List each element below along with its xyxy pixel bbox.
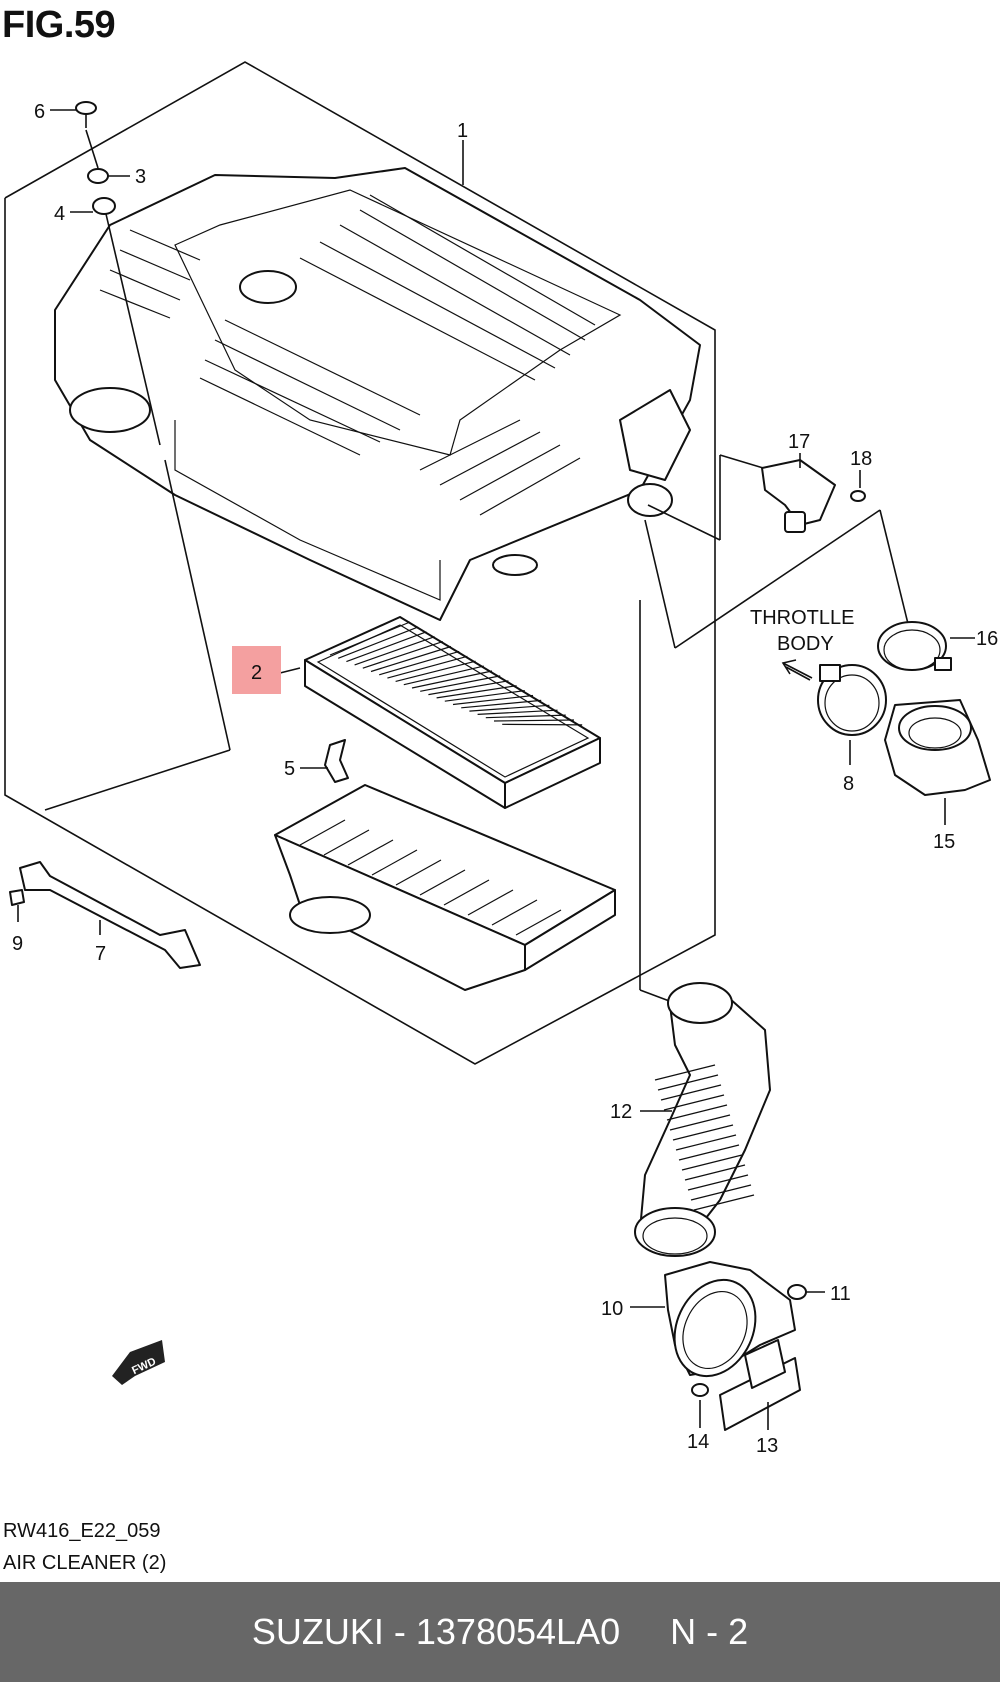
assembly-frame [4,61,716,1065]
throttle-direction-arrow-icon [781,659,813,679]
decorative-stroke [387,655,468,679]
callout-8: 8 [843,773,854,795]
bracket-7 [19,861,201,969]
decorative-stroke [299,819,346,846]
decorative-stroke [419,869,466,896]
decorative-stroke [469,704,550,712]
callout-9: 9 [12,933,23,955]
sensor-17 [761,459,836,533]
decorative-stroke [660,1084,722,1101]
decorative-stroke [436,685,517,699]
decorative-stroke [666,1104,728,1121]
decorative-stroke [395,660,476,682]
throttle-body-label-line2: BODY [777,633,834,655]
decorative-stroke [681,1154,743,1171]
decorative-stroke [370,645,452,673]
callout-14: 14 [687,1431,709,1453]
callout-3: 3 [135,166,146,188]
bracket-13 [719,1339,801,1431]
decorative-stroke [485,714,566,719]
decorative-stroke [428,680,509,696]
decorative-stroke [502,723,583,726]
diagram-code: RW416_E22_059 [3,1520,161,1542]
decorative-stroke [678,1144,740,1161]
callout-6: 6 [34,101,45,123]
decorative-stroke [371,849,418,876]
decorative-stroke [477,709,558,715]
forward-arrow-icon: FWD [112,1340,165,1385]
grommet-3 [87,168,109,184]
air-flow-meter-15 [884,699,991,796]
bolt-9 [9,889,25,906]
decorative-stroke [491,899,538,926]
decorative-stroke [493,719,575,722]
callout-11: 11 [830,1283,851,1305]
decorative-stroke [693,1194,755,1211]
decorative-stroke [687,1174,749,1191]
decorative-stroke [329,621,411,656]
decorative-stroke [362,641,443,669]
callout-1: 1 [457,120,468,142]
air-cleaner-upper-case [54,167,701,621]
bolt-6 [75,101,97,128]
highlight-box [232,646,281,694]
decorative-stroke [669,1114,731,1131]
callout-18: 18 [850,448,872,470]
decorative-stroke [663,1094,725,1111]
callout-7: 7 [95,943,106,965]
decorative-stroke [420,675,501,692]
bolt-11 [787,1284,807,1300]
screw-18 [850,490,866,502]
callout-16: 16 [976,628,998,650]
decorative-stroke [654,1064,716,1081]
decorative-stroke [684,1164,746,1181]
hose-clamp-16 [877,621,952,671]
decorative-stroke [395,859,442,886]
callout-2: 2 [251,662,262,684]
decorative-stroke [379,650,460,676]
throttle-body-label-line1: THROTLLE [750,607,854,629]
decorative-stroke [515,909,562,936]
callout-4: 4 [54,203,65,225]
callout-12: 12 [610,1101,632,1123]
air-cleaner-lower-case [274,784,616,991]
decorative-stroke [403,665,484,686]
decorative-stroke [346,631,427,663]
leader-lines [17,109,975,1430]
clip-5 [324,739,349,783]
decorative-stroke [657,1074,719,1091]
air-inlet-duct-10 [664,1261,796,1378]
decorative-stroke [675,1134,737,1151]
callout-5: 5 [284,758,295,780]
diagram-name: AIR CLEANER (2) [3,1552,167,1574]
decorative-stroke [461,699,542,709]
inlet-hose-12 [634,982,771,1257]
air-filter-element [304,616,601,809]
callout-10: 10 [601,1298,623,1320]
figure-title: FIG.59 [2,4,116,46]
decorative-stroke [452,694,534,706]
decorative-stroke [354,636,435,666]
decorative-stroke [444,690,525,702]
grommet-4 [92,197,116,215]
decorative-stroke [337,626,419,659]
callout-13: 13 [756,1435,778,1457]
decorative-stroke [443,879,490,906]
decorative-stroke [323,829,370,856]
footer-bar: SUZUKI - 1378054LA0 N - 2 [0,1582,1000,1682]
callout-15: 15 [933,831,955,853]
decorative-stroke [347,839,394,866]
decorative-stroke [467,889,514,916]
decorative-stroke [411,670,493,689]
bolt-14 [691,1383,709,1397]
exploded-parts-diagram: 1 2 3 4 5 6 7 8 9 10 11 12 13 14 15 16 1… [4,61,998,1457]
callout-17: 17 [788,431,810,453]
hose-clamp-8 [817,664,887,736]
decorative-stroke [672,1124,734,1141]
decorative-stroke [690,1184,752,1201]
footer-text: SUZUKI - 1378054LA0 N - 2 [251,1611,749,1652]
